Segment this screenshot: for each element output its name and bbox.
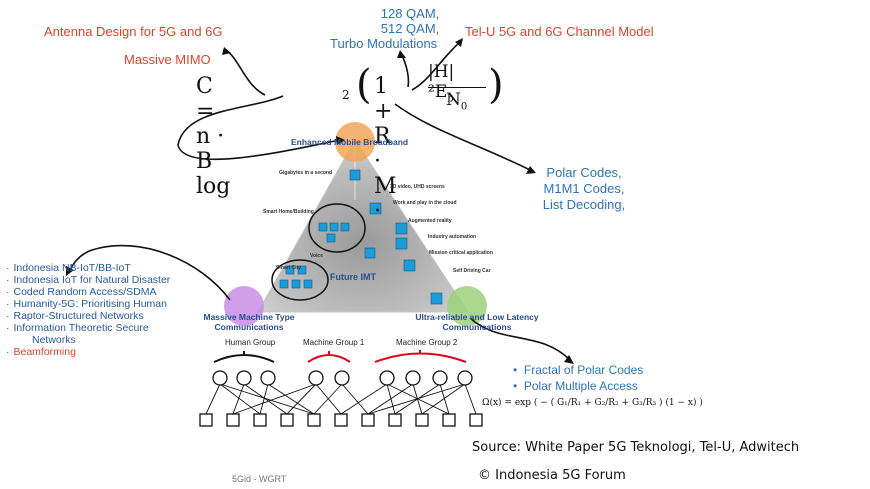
graph-edge [219, 383, 261, 415]
check-node [199, 413, 213, 427]
variable-node [405, 370, 421, 386]
variable-node [334, 370, 350, 386]
formula-rparen: ) [488, 62, 504, 108]
check-node [226, 413, 240, 427]
list-item: • Polar Multiple Access [513, 379, 638, 393]
graph-edge [313, 383, 343, 415]
graph-edge [439, 383, 450, 415]
formula-den: N0 [446, 90, 468, 113]
item-voice: Voice [310, 253, 323, 259]
future-imt-label: Future IMT [330, 272, 376, 282]
graph-edge [259, 383, 269, 415]
group-m1-label: Machine Group 1 [303, 338, 365, 347]
variable-node [236, 370, 252, 386]
left-list: ·Indonesia NB-IoT/BB-IoT ·Indonesia IoT … [6, 262, 170, 358]
item-work: Work and play in the cloud [393, 200, 457, 206]
list-item: ·Beamforming [6, 346, 76, 358]
label-mimo: Massive MIMO [124, 52, 211, 67]
label-polar: Polar Codes, M1M1 Codes, List Decoding, [542, 165, 626, 212]
check-node [415, 413, 429, 427]
smartcity-ellipse [271, 259, 329, 301]
label-turbo: Turbo Modulations [330, 36, 438, 51]
graph-edge [219, 383, 315, 415]
variable-node [379, 370, 395, 386]
check-node [388, 413, 402, 427]
footer-text: 5Gid - WGRT [232, 474, 287, 484]
graph-edge [205, 383, 221, 415]
label-qam: 128 QAM, 512 QAM, [380, 6, 440, 36]
variable-node [308, 370, 324, 386]
item-smartcity: Smart City [276, 265, 302, 271]
graph-edge [367, 383, 466, 415]
check-node [442, 413, 456, 427]
smarthome-ellipse [308, 203, 366, 253]
copyright-text: © Indonesia 5G Forum [478, 468, 626, 483]
variable-node [260, 370, 276, 386]
list-item: ·Information Theoretic Secure [6, 322, 149, 334]
imt-triangle [257, 139, 469, 313]
brace-m2 [374, 350, 467, 363]
source-text: Source: White Paper 5G Teknologi, Tel-U,… [472, 440, 800, 455]
group-human-label: Human Group [225, 338, 276, 347]
item-ar: Augmented reality [408, 218, 452, 224]
check-node [334, 413, 348, 427]
list-item: ·Indonesia IoT for Natural Disaster [6, 274, 171, 286]
label-channel: Tel-U 5G and 6G Channel Model [465, 24, 654, 39]
list-item: • Fractal of Polar Codes [513, 363, 644, 377]
variable-node [432, 370, 448, 386]
formula-lparen: ( [356, 62, 372, 108]
graph-edge [421, 383, 466, 415]
check-node [307, 413, 321, 427]
graph-edge [340, 383, 388, 415]
item-mission: Mission critical application [429, 250, 493, 256]
embb-label: Enhanced Mobile Broadband [291, 137, 409, 147]
graph-edge [267, 383, 315, 415]
check-node [253, 413, 267, 427]
group-m2-label: Machine Group 2 [396, 338, 458, 347]
arrowheads [66, 38, 574, 364]
triangle-icons [279, 169, 443, 305]
variable-node [212, 370, 228, 386]
list-item: Networks [32, 334, 76, 346]
graph-edge [243, 383, 288, 415]
mmtc-label: Massive Machine TypeCommunicationsCommun… [203, 312, 295, 332]
embb-circle [335, 122, 375, 162]
graph-edge [232, 383, 245, 415]
urllc-circle [447, 286, 487, 326]
mmtc-circle [224, 286, 264, 326]
formula-inner: 1 + R · M · [374, 74, 397, 224]
check-node [469, 413, 483, 427]
formula-lhs: C = n · B log [196, 74, 231, 199]
arrows [69, 41, 571, 361]
brace-human [213, 351, 275, 363]
check-node [280, 413, 294, 427]
item-selfdriving: Self Driving Car [453, 268, 491, 274]
variable-node [457, 370, 473, 386]
list-item: ·Indonesia NB-IoT/BB-IoT [6, 262, 131, 274]
check-node [361, 413, 375, 427]
bipartite-graph [199, 370, 483, 427]
omega-formula: Ω(x) = exp ( − ( G₁/R₁ + G₂/R₂ + G₃/R₃ )… [482, 398, 703, 408]
item-video: 3D video, UHD screens [390, 184, 445, 190]
item-gigabytes: Gigabytes in a second [279, 170, 333, 176]
item-smarthome: Smart Home/Building [263, 209, 314, 215]
formula-fraction-bar [428, 87, 486, 88]
graph-edge [341, 383, 369, 415]
list-item: ·Coded Random Access/SDMA [6, 286, 157, 298]
item-industry: Industry automation [428, 234, 477, 240]
graph-edge [286, 383, 317, 415]
graph-edge [367, 383, 414, 415]
brace-m1 [307, 351, 351, 363]
label-antenna: Antenna Design for 5G and 6G [44, 24, 223, 39]
graph-edge [232, 383, 317, 415]
right-list: • Fractal of Polar Codes • Polar Multipl… [513, 362, 643, 394]
formula-log-sub: 2 [342, 88, 350, 102]
graph-edge [464, 383, 477, 415]
list-item: ·Raptor-Structured Networks [6, 310, 144, 322]
list-item: ·Humanity-5G: Prioritising Human [6, 298, 167, 310]
